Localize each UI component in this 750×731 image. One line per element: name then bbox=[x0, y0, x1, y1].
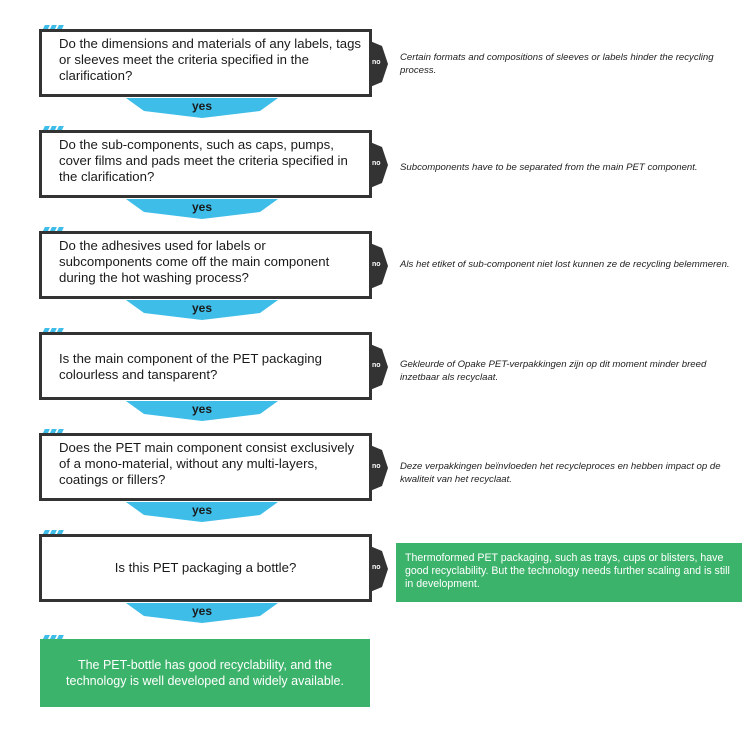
no-arrow-icon bbox=[370, 344, 388, 390]
yes-label: yes bbox=[191, 301, 213, 315]
no-label: no bbox=[372, 564, 381, 571]
yes-arrow-icon bbox=[126, 98, 278, 118]
no-arrow-icon bbox=[370, 445, 388, 491]
question-box: Is the main component of the PET packagi… bbox=[39, 332, 372, 400]
question-box: Do the dimensions and materials of any l… bbox=[39, 29, 372, 97]
step-note: Als het etiket of sub-component niet los… bbox=[400, 259, 730, 270]
question-text: Is the main component of the PET packagi… bbox=[59, 351, 322, 382]
yes-arrow-icon bbox=[126, 502, 278, 522]
yes-label: yes bbox=[191, 200, 213, 214]
yes-label: yes bbox=[191, 402, 213, 416]
no-arrow-icon bbox=[370, 142, 388, 188]
question-text: Do the sub-components, such as caps, pum… bbox=[59, 137, 348, 184]
flow-step-1: Do the dimensions and materials of any l… bbox=[0, 0, 750, 118]
yes-arrow-icon bbox=[126, 300, 278, 320]
no-label: no bbox=[372, 160, 381, 167]
yes-arrow-icon bbox=[126, 401, 278, 421]
yes-arrow-icon bbox=[126, 603, 278, 623]
question-text: Is this PET packaging a bottle? bbox=[114, 560, 297, 575]
no-label: no bbox=[372, 362, 381, 369]
result-text: The PET-bottle has good recyclability, a… bbox=[66, 658, 344, 688]
question-text: Do the dimensions and materials of any l… bbox=[59, 36, 362, 83]
question-text: Do the adhesives used for labels or subc… bbox=[59, 238, 330, 285]
no-arrow-icon bbox=[370, 546, 388, 592]
no-label: no bbox=[372, 261, 381, 268]
result-box: The PET-bottle has good recyclability, a… bbox=[40, 639, 370, 707]
flow-step-5: Does the PET main component consist excl… bbox=[0, 404, 750, 522]
flow-step-2: Do the sub-components, such as caps, pum… bbox=[0, 101, 750, 219]
step-note: Deze verpakkingen beïnvloeden het recycl… bbox=[400, 461, 721, 485]
step-note: Certain formats and compositions of slee… bbox=[400, 52, 714, 76]
no-label: no bbox=[372, 463, 381, 470]
no-label: no bbox=[372, 59, 381, 66]
flow-step-6: Is this PET packaging a bottle? yes no bbox=[0, 505, 750, 623]
step-note: Subcomponents have to be separated from … bbox=[400, 162, 698, 173]
question-text: Does the PET main component consist excl… bbox=[59, 440, 355, 487]
flow-step-4: Is the main component of the PET packagi… bbox=[0, 303, 750, 421]
yes-label: yes bbox=[191, 604, 213, 618]
yes-label: yes bbox=[191, 99, 213, 113]
yes-label: yes bbox=[191, 503, 213, 517]
question-box: Is this PET packaging a bottle? bbox=[39, 534, 372, 602]
step-note: Gekleurde of Opake PET-verpakkingen zijn… bbox=[400, 359, 707, 383]
question-box: Does the PET main component consist excl… bbox=[39, 433, 372, 501]
no-arrow-icon bbox=[370, 41, 388, 87]
flow-step-3: Do the adhesives used for labels or subc… bbox=[0, 202, 750, 320]
question-box: Do the adhesives used for labels or subc… bbox=[39, 231, 372, 299]
yes-arrow-icon bbox=[126, 199, 278, 219]
question-box: Do the sub-components, such as caps, pum… bbox=[39, 130, 372, 198]
alternative-outcome-note: Thermoformed PET packaging, such as tray… bbox=[396, 543, 742, 602]
no-arrow-icon bbox=[370, 243, 388, 289]
